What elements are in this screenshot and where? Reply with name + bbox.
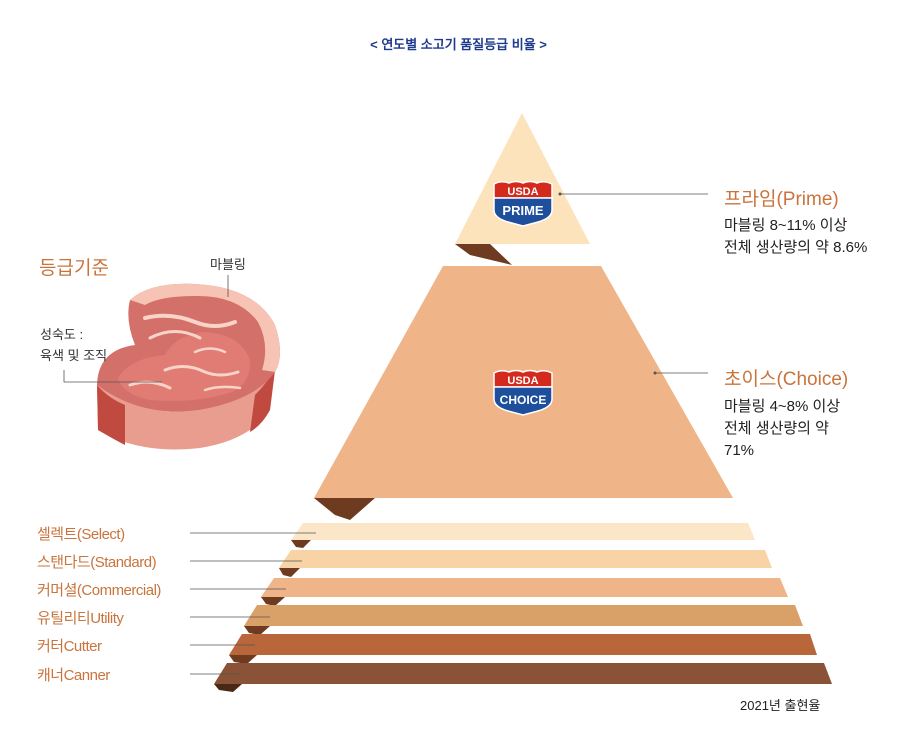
prime-badge-top-text: USDA [507, 186, 538, 198]
choice-name: 초이스(Choice) [724, 369, 849, 390]
lower-label-cutter: 커터Cutter [37, 638, 102, 655]
prime-badge-bottom-text: PRIME [502, 203, 544, 218]
lower-label-commercial: 커머셜(Commercial) [37, 582, 161, 599]
choice-desc-line1: 마블링 4~8% 이상 [724, 398, 841, 415]
lower-label-select: 셀렉트(Select) [37, 526, 125, 543]
prime-name: 프라임(Prime) [724, 189, 839, 210]
criteria-title: 등급기준 [39, 258, 109, 279]
lower-label-utility: 유틸리티Utility [37, 610, 124, 627]
tier-shadow [244, 626, 270, 635]
maturity-label-line1: 성숙도 : [40, 327, 84, 342]
usda-prime-badge-icon: USDA PRIME [493, 180, 553, 227]
choice-desc-line2: 전체 생산량의 약 [724, 420, 829, 437]
maturity-leader-line [63, 370, 162, 383]
prime-tier-shape [455, 113, 590, 244]
tier-shadow [291, 540, 311, 548]
tier-shadow [214, 684, 242, 692]
tier-shadow [279, 568, 300, 577]
lower-label-standard: 스탠다드(Standard) [37, 554, 157, 571]
choice-badge-top-text: USDA [507, 375, 538, 387]
marbling-label: 마블링 [210, 257, 246, 272]
lower-tiers [214, 523, 832, 692]
lower-leader-lines [190, 532, 316, 675]
tier-commercial [261, 578, 788, 597]
tier-shadow [261, 597, 285, 606]
tier-shadow [229, 655, 257, 664]
choice-badge-bottom-text: CHOICE [500, 393, 547, 407]
choice-tier-shadow [314, 498, 375, 520]
prime-tier [455, 113, 590, 265]
choice-desc-line3: 71% [724, 442, 755, 459]
prime-desc-line1: 마블링 8~11% 이상 [724, 217, 848, 234]
steak-illustration-icon [97, 283, 280, 450]
prime-desc-line2: 전체 생산량의 약 8.6% [724, 239, 868, 256]
tier-cutter [229, 634, 817, 655]
usda-choice-badge-icon: USDA CHOICE [493, 369, 553, 416]
maturity-label-line2: 육색 및 조직 [40, 348, 108, 363]
tier-utility [244, 605, 803, 626]
tier-standard [279, 550, 772, 568]
tier-select [291, 523, 755, 540]
tier-canner [214, 663, 832, 684]
page-title: < 연도별 소고기 품질등급 비율 > [370, 37, 547, 52]
lower-label-canner: 캐너Canner [37, 667, 110, 684]
footnote: 2021년 출현율 [740, 698, 821, 713]
prime-tier-shadow [455, 244, 512, 265]
